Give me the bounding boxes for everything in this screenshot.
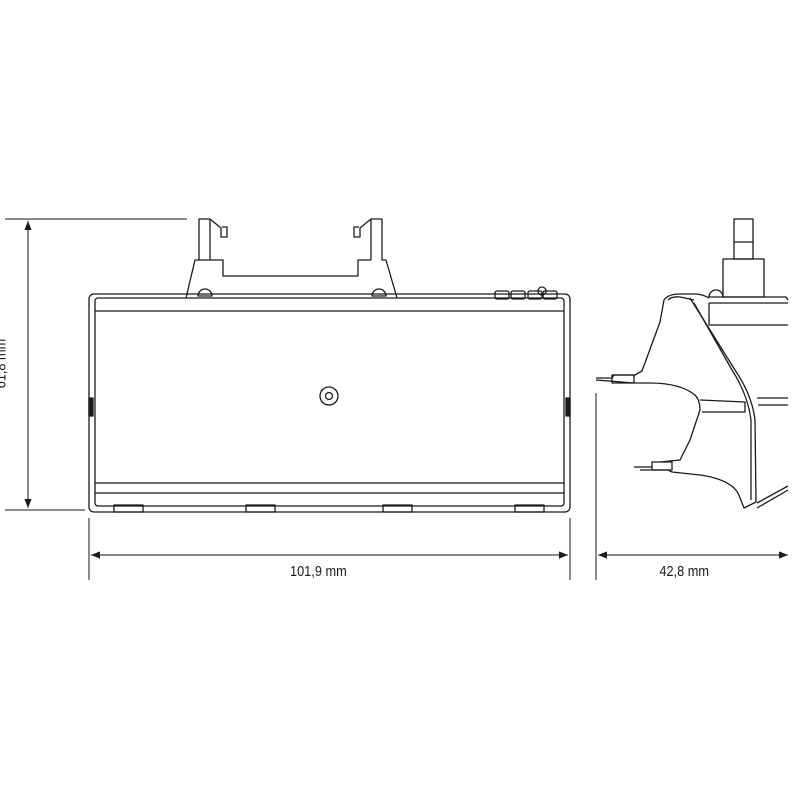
shell-inner [693,302,752,500]
screw-center [324,391,334,401]
screw-icon [319,386,339,406]
dimension-lines [5,218,788,580]
top-buttons [494,286,558,300]
body-bottom [756,485,789,509]
width-label: 101,9 mm [290,563,347,580]
terminal-lower [651,461,673,471]
terminal-upper [611,374,635,384]
bracket-rivet-right [371,288,387,297]
shaft [733,218,754,260]
body-block [708,296,789,406]
housing-outline [88,293,571,513]
mounting-bracket [185,218,398,299]
side-bump [708,289,724,298]
collar [722,258,765,298]
housing-inner-outline [94,297,565,507]
height-label: 61,8 mm [0,338,10,389]
shell-top [667,296,695,301]
depth-label: 42,8 mm [659,563,709,580]
bracket-rivet-left [197,288,213,297]
bottom-clips [113,504,545,513]
side-notch-left [88,397,94,417]
shell-arms [634,382,746,463]
shell-outline [596,293,757,509]
side-notch-right [565,397,571,417]
front-view [88,218,571,513]
side-view [595,218,789,509]
